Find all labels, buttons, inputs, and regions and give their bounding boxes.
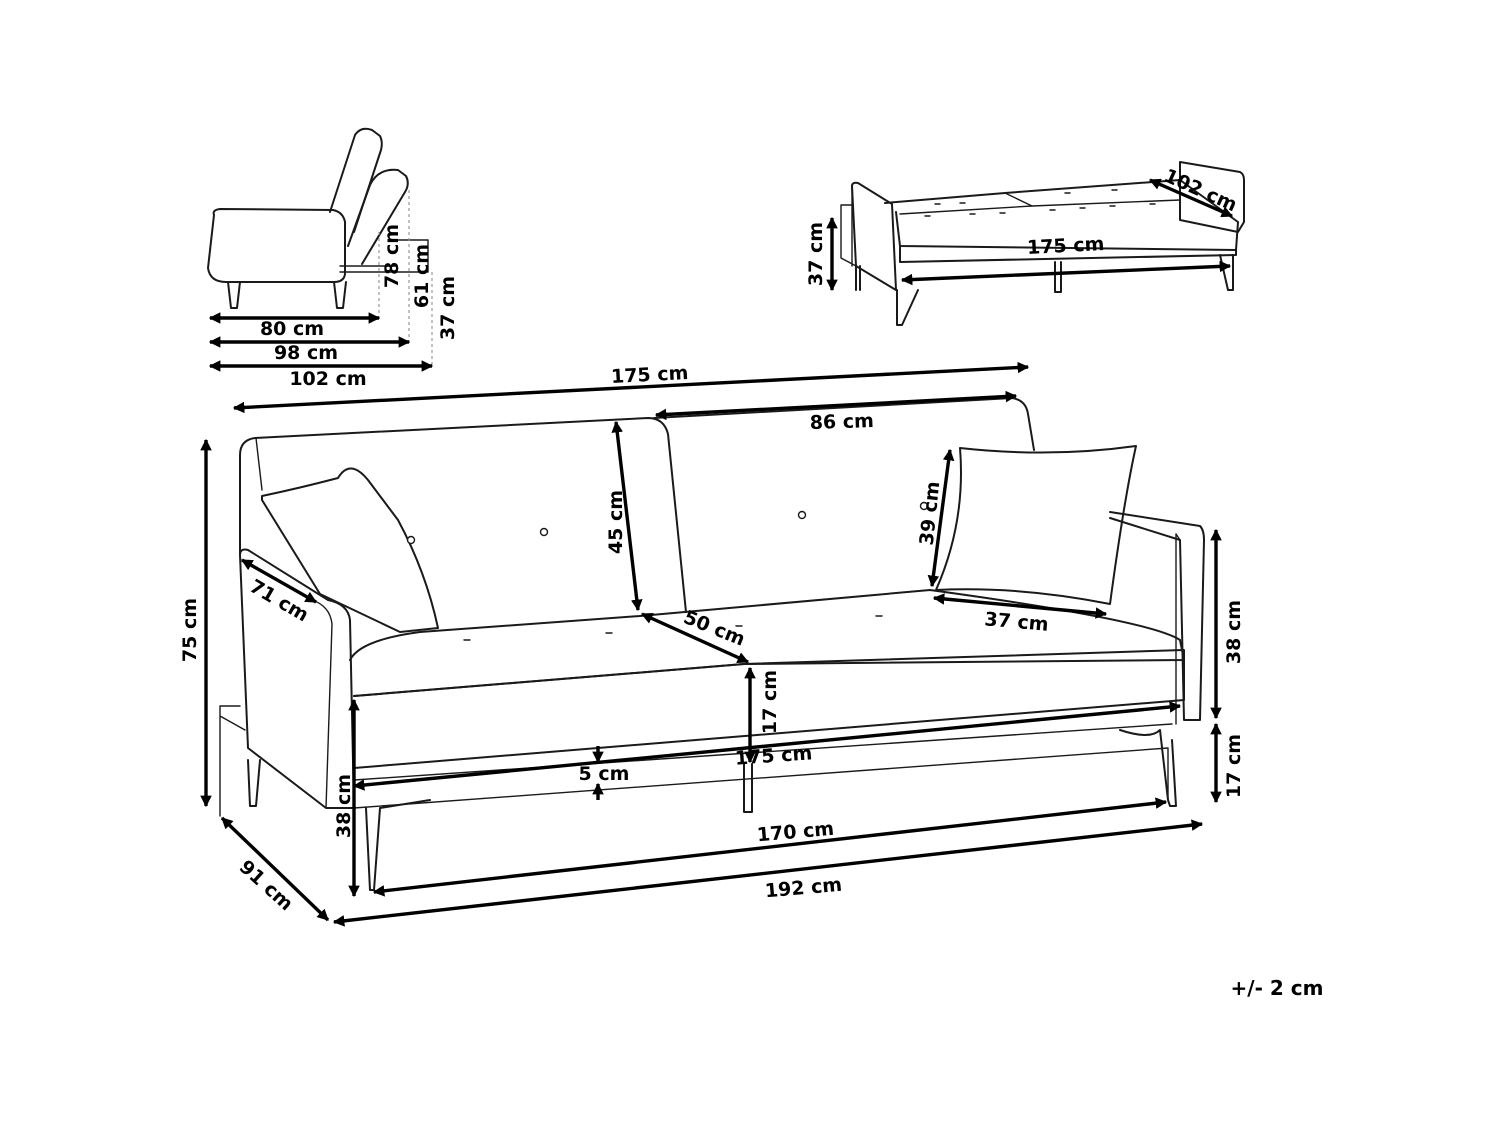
bed-view-drawing	[840, 161, 1245, 326]
label-main-75: 75 cm	[179, 598, 201, 662]
side-view-drawing	[207, 127, 433, 368]
tuft-button	[406, 535, 416, 545]
label-side-37: 37 cm	[437, 276, 459, 340]
label-main-192: 192 cm	[764, 874, 843, 903]
label-side-78: 78 cm	[381, 224, 403, 288]
tuft-button	[539, 527, 549, 537]
tolerance-note: +/- 2 cm	[1231, 976, 1324, 1000]
label-bed-37: 37 cm	[805, 222, 827, 286]
tuft-button	[919, 501, 929, 511]
label-side-102: 102 cm	[289, 368, 366, 390]
label-side-98: 98 cm	[274, 342, 338, 364]
label-main-45: 45 cm	[605, 490, 627, 554]
label-main-50: 50 cm	[680, 606, 748, 650]
bed-view-dimensions	[826, 178, 1234, 292]
label-main-86: 86 cm	[809, 410, 874, 434]
label-bed-175: 175 cm	[1026, 233, 1104, 259]
main-sofa-dimensions	[200, 361, 1222, 927]
label-main-37: 37 cm	[984, 608, 1050, 636]
label-main-17-mid: 17 cm	[759, 670, 781, 734]
label-main-175-top: 175 cm	[610, 362, 688, 388]
label-main-5: 5 cm	[579, 763, 630, 785]
tuft-button	[797, 510, 807, 520]
label-main-175-mid: 175 cm	[734, 742, 813, 769]
label-side-80: 80 cm	[260, 318, 324, 340]
label-main-17-right: 17 cm	[1223, 734, 1245, 798]
label-main-38-right: 38 cm	[1223, 600, 1245, 664]
label-side-61: 61 cm	[411, 244, 433, 308]
label-main-91: 91 cm	[235, 856, 297, 915]
label-main-38-left: 38 cm	[333, 774, 355, 838]
